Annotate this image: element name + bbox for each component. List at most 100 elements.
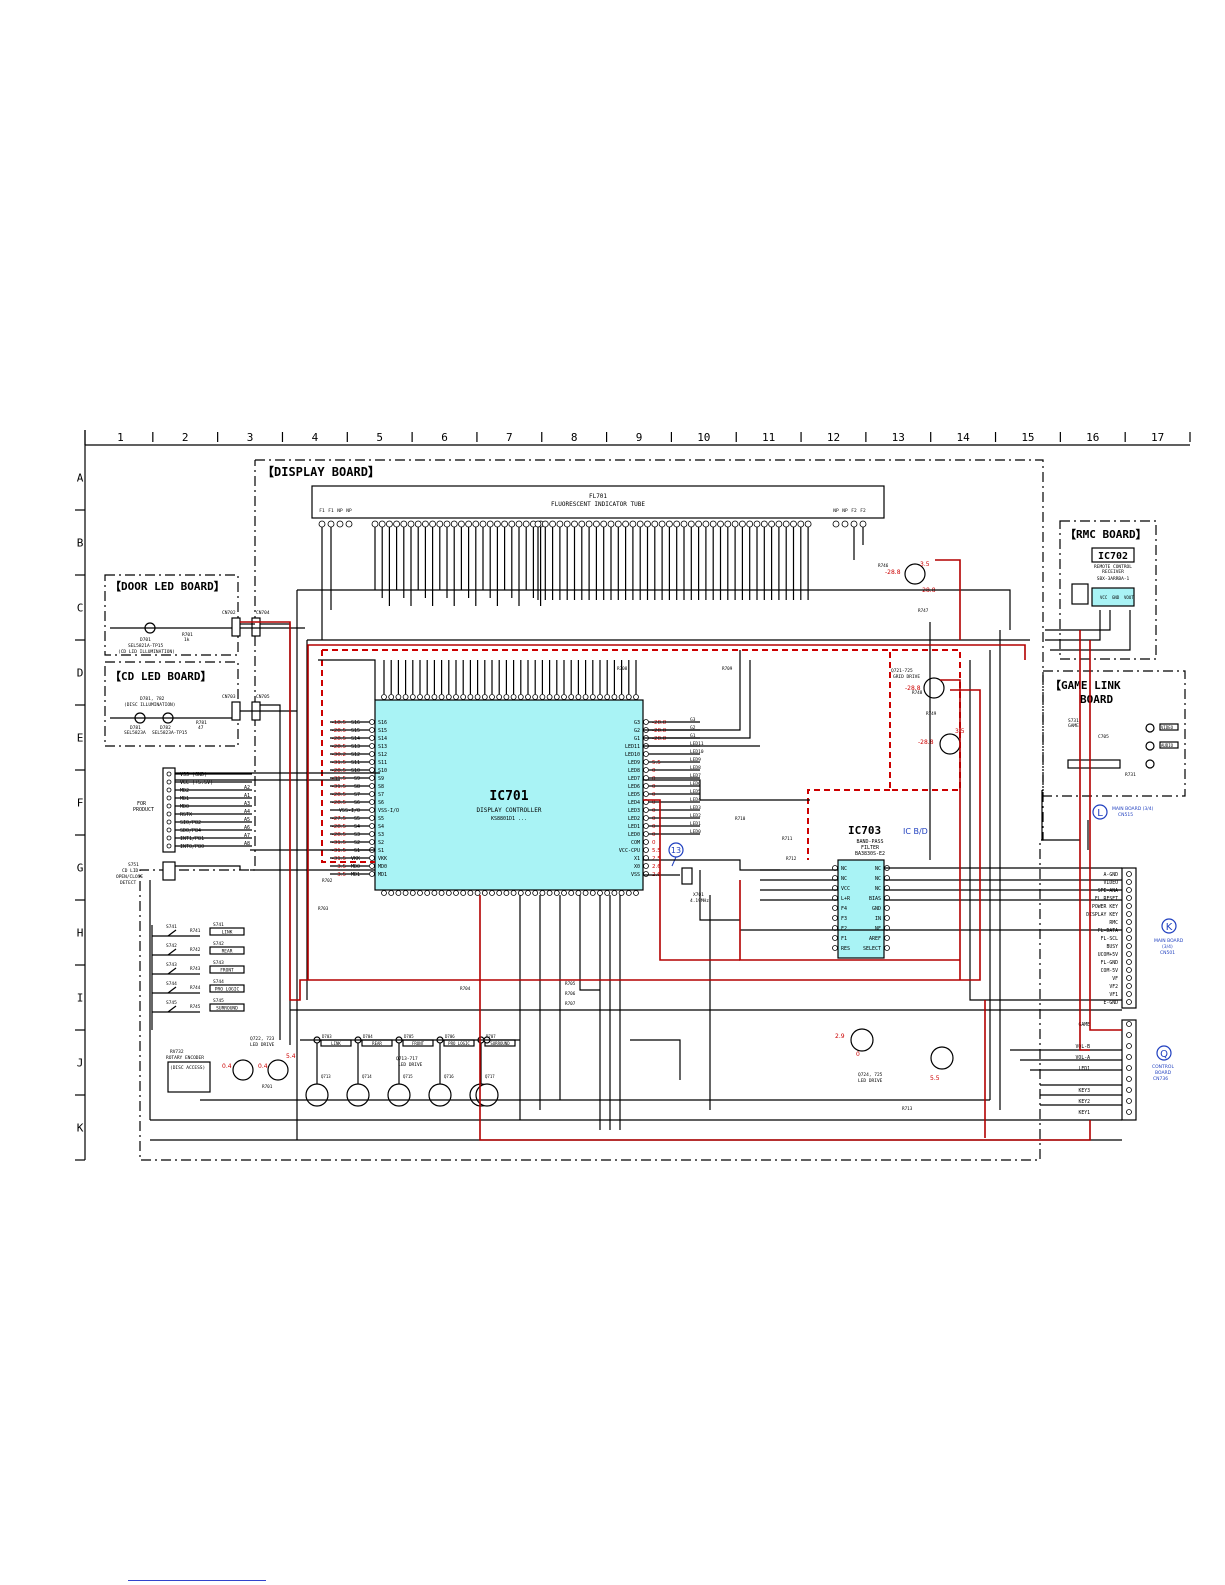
product-line-3: MD1 xyxy=(180,796,189,802)
ic703-right-pin-label-3: BIAS xyxy=(869,896,881,902)
led-ref-3: D706 xyxy=(445,1034,455,1039)
q-signal-4: LED1 xyxy=(1078,1066,1090,1072)
ic701-bottom-pin-3 xyxy=(402,890,409,896)
ic701-right-pin-label-16: VCC-CPU xyxy=(619,848,640,854)
k-signal-9: BUSY xyxy=(1106,944,1118,950)
ic701-top-pin-14 xyxy=(481,694,488,700)
fl-seg-pin-a-3 xyxy=(393,520,401,528)
fl-seg-pin-a-19 xyxy=(508,520,516,528)
product-pin-8: A7 xyxy=(244,833,250,839)
ic701-right-volt-8: 0 xyxy=(652,784,656,790)
fl-seg-pin-a-8 xyxy=(429,520,437,528)
column-label-10: 10 xyxy=(697,431,710,444)
left-connectors: CN702 CN704 CN703 CN705 xyxy=(222,610,270,721)
s751-label3: DETECT xyxy=(120,880,137,886)
ic701-left-net-12: S5 xyxy=(354,816,360,822)
q-signal-0: GAME xyxy=(1078,1022,1090,1028)
row-label-D: D xyxy=(77,667,84,680)
ic701-right-net-2: G1 xyxy=(690,733,696,739)
k-signal-7: FL-DATA xyxy=(1098,928,1118,934)
ic701-right-volt-6: 0 xyxy=(652,768,656,774)
d701-pn: SEL5821A-TP15 xyxy=(128,643,164,649)
control-board-q-letter: Q xyxy=(1160,1049,1168,1060)
ic701-left-pin-17 xyxy=(369,855,375,861)
resistor-R747: R747 xyxy=(918,608,929,614)
q-signal-8: KEY1 xyxy=(1078,1110,1090,1116)
fl-seg-pin-b-20 xyxy=(680,520,688,528)
ic701-left-volt-1: -28.5 xyxy=(332,728,347,734)
fl-seg-pin-b-6 xyxy=(578,520,586,528)
r781-val: 47 xyxy=(198,725,204,731)
ic701-bottom-pin-26 xyxy=(568,890,575,896)
ic703-left-pin-label-2: VCC xyxy=(841,886,850,892)
ic701-left-volt-8: -31.5 xyxy=(332,784,347,790)
ic701-bottom-pin-1 xyxy=(388,890,395,896)
ic701-left-pin-19 xyxy=(369,871,375,877)
ic701-left-pin-label-16: S1 xyxy=(378,848,384,854)
fl-seg-pin-b-35 xyxy=(790,520,797,528)
ic701-right-pin-label-8: LED6 xyxy=(628,784,640,790)
ic701-top-pin-21 xyxy=(532,694,539,700)
ic701-bottom-pins xyxy=(381,890,639,896)
row-ticks xyxy=(75,509,85,1161)
fl-seg-pin-b-37 xyxy=(804,520,812,528)
ic701-left-net-13: S4 xyxy=(354,824,360,830)
cn705-label: CN705 xyxy=(256,694,270,700)
fl-seg-pin-b-27 xyxy=(731,520,739,528)
ic701-right-pin-9 xyxy=(643,791,649,797)
ic701-right-volt-12: 0 xyxy=(652,816,656,822)
d782-ref: D782 xyxy=(160,725,171,731)
ic701-top-pin-12 xyxy=(467,694,474,700)
fl-pin-right-label-2: F2 xyxy=(851,508,857,514)
ic701-left-net-10: S6 xyxy=(354,800,360,806)
ic701-right-volt-13: 0 xyxy=(652,824,656,830)
column-label-8: 8 xyxy=(571,431,578,444)
q-signal-7: KEY2 xyxy=(1078,1099,1090,1105)
rv732-name: ROTARY ENCODER xyxy=(166,1055,204,1061)
fl-seg-pin-b-24 xyxy=(709,520,717,528)
fl-seg-pin-b-7 xyxy=(585,520,593,528)
q721-volt-4: -28.8 xyxy=(905,685,921,692)
ic701-left-pin-5 xyxy=(369,759,375,765)
row-label-E: E xyxy=(77,732,84,745)
product-line-4: MD0 xyxy=(180,804,189,810)
ic701-top-pin-18 xyxy=(510,694,517,700)
x701-ref: X701 xyxy=(693,892,704,898)
ic703-desc2: FILTER xyxy=(861,845,880,851)
ic701-top-pin-2 xyxy=(395,694,402,700)
fl-seg-pin-b-8 xyxy=(593,520,600,528)
ic701-bottom-pin-18 xyxy=(510,890,517,896)
footer-link[interactable] xyxy=(128,1580,266,1581)
ic701-right-net-7: LED7 xyxy=(690,773,701,779)
ic703-left-pin-label-7: F1 xyxy=(841,936,847,942)
fl-seg-pin-a-4 xyxy=(400,520,408,528)
fl-seg-pin-b-2 xyxy=(549,520,556,528)
ic701-left-pin-label-11: VSS-I/O xyxy=(378,808,399,814)
ic701-top-pin-31 xyxy=(604,694,611,700)
s751-switch: S751 CD LID OPEN/CLOSE DETECT xyxy=(116,861,176,886)
switch-label-0: LINK xyxy=(222,930,233,936)
fl-seg-pin-a-9 xyxy=(436,520,444,528)
k-signal-0: A-GND xyxy=(1104,872,1119,878)
q722-ref: Q722, 723 xyxy=(250,1036,275,1042)
resistor-R713: R713 xyxy=(902,1106,913,1112)
row-label-A: A xyxy=(77,472,84,485)
ic701-right-net-6: LED8 xyxy=(690,765,701,771)
led-label-2: FRONT xyxy=(412,1041,425,1046)
fl-seg-pin-b-28 xyxy=(739,520,746,528)
ic701-left-pin-label-18: MD0 xyxy=(378,864,387,870)
ic701-top-pin-22 xyxy=(539,694,546,700)
resistor-R705: R705 xyxy=(565,981,576,987)
ic703-pn: BA3830S-E2 xyxy=(855,851,885,857)
ic701-left-volt-5: -31.5 xyxy=(332,760,347,766)
main-board-l-cn: CN515 xyxy=(1118,812,1133,818)
k-signal-8: FL-SCL xyxy=(1101,936,1118,942)
ic701-top-pin-1 xyxy=(388,694,395,700)
ic701-top-pin-9 xyxy=(445,694,452,700)
resistor-R746: R746 xyxy=(878,563,889,569)
cn702-label: CN702 xyxy=(222,610,236,616)
ic701-bottom-pin-7 xyxy=(431,890,438,896)
ic701-left-pin-label-17: VKK xyxy=(378,856,387,862)
